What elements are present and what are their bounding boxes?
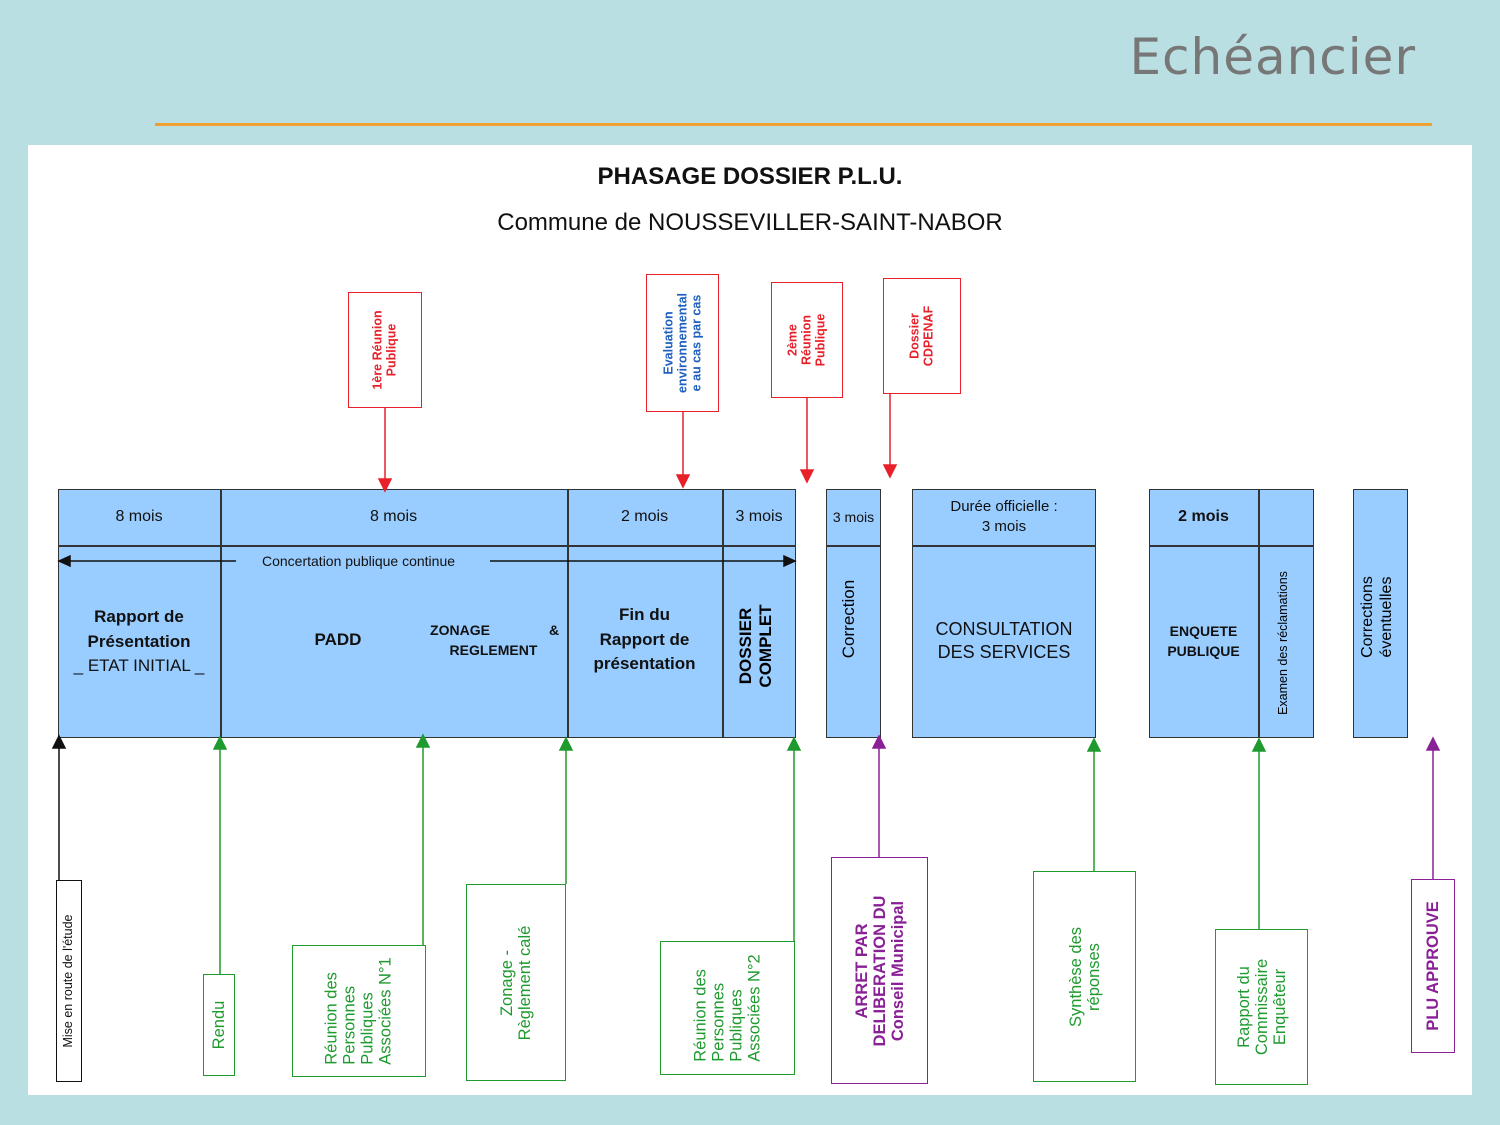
purple-arrows xyxy=(871,734,1441,879)
concertation-label: Concertation publique continue xyxy=(256,553,462,569)
label-rapport-3: _ ETAT INITIAL _ xyxy=(73,656,205,676)
label-consultation-1: CONSULTATION xyxy=(935,619,1073,639)
duration-fin: 2 mois xyxy=(620,508,669,525)
callout-cdpenaf: Dossier CDPENAF xyxy=(883,278,961,394)
label-consultation-2: DES SERVICES xyxy=(937,642,1071,663)
label-zonage-2: REGLEMENT xyxy=(449,642,538,658)
duration-padd: 8 mois xyxy=(369,508,418,525)
label-fin-1: Fin du xyxy=(619,605,670,624)
phase-block-consultation xyxy=(912,489,1096,738)
milestone-plu-approuve: PLU APPROUVE xyxy=(1411,879,1455,1053)
mise-arrow xyxy=(51,734,67,880)
milestone-mise-en-route: Mise en route de l'étude xyxy=(56,880,82,1082)
milestone-rendu: Rendu xyxy=(203,974,235,1076)
connector-arrows xyxy=(51,394,1441,974)
header-divider xyxy=(58,545,796,547)
enquete-divider xyxy=(1258,489,1260,738)
divider-2 xyxy=(567,489,569,738)
phase-block-main xyxy=(58,489,796,738)
diagram-title: PHASAGE DOSSIER P.L.U. xyxy=(597,163,903,190)
diagram-panel: PHASAGE DOSSIER P.L.U. Commune de NOUSSE… xyxy=(28,145,1472,1095)
label-consultation: CONSULTATION DES SERVICES xyxy=(912,618,1096,665)
label-rapport-1: Rapport de xyxy=(94,607,184,626)
duration-enquete: 2 mois xyxy=(1178,508,1229,525)
top-red-arrows xyxy=(377,394,898,493)
correction-header-divider xyxy=(826,545,881,547)
callout-reunion-1: 1ère Réunion Publique xyxy=(348,292,422,408)
label-zonage-amp: & xyxy=(548,622,560,638)
phase-block-enquete xyxy=(1149,489,1314,738)
label-enquete: ENQUETE PUBLIQUE xyxy=(1149,622,1258,661)
consultation-header-divider xyxy=(912,545,1096,547)
divider-3 xyxy=(722,489,724,738)
slide-title: Echéancier xyxy=(1129,28,1416,86)
diagram-subtitle: Commune de NOUSSEVILLER-SAINT-NABOR xyxy=(497,209,1003,236)
milestone-rapport-ce: Rapport du Commissaire Enquêteur xyxy=(1215,929,1308,1085)
enquete-header-divider xyxy=(1149,545,1314,547)
milestone-rpa-1: Réunion des Personnes Publiques Associée… xyxy=(292,945,426,1077)
milestone-zonage: Zonage - Règlement calé xyxy=(466,884,566,1081)
phase-block-correction xyxy=(826,489,881,738)
callout-evaluation: Evaluation environnemental e au cas par … xyxy=(646,274,719,412)
label-rapport-2: Présentation xyxy=(87,631,191,651)
concertation-arrow xyxy=(57,554,797,568)
label-padd: PADD xyxy=(314,630,362,649)
label-enquete-2: PUBLIQUE xyxy=(1167,642,1240,659)
label-zonage-1: ZONAGE xyxy=(430,622,490,638)
label-fin-2: Rapport de xyxy=(599,629,690,649)
milestone-arret: ARRET PAR DELIBERATION DU Conseil Munici… xyxy=(831,857,928,1084)
callout-reunion-2: 2ème Réunion Publique xyxy=(771,282,843,398)
divider-1 xyxy=(220,489,222,738)
label-enquete-1: ENQUETE xyxy=(1169,623,1238,639)
milestone-synthese: Synthèse des réponses xyxy=(1033,871,1136,1082)
phase-block-corrections xyxy=(1353,489,1408,738)
duration-rapport: 8 mois xyxy=(115,508,163,525)
milestone-rpa-2: Réunion des Personnes Publiques Associée… xyxy=(660,941,795,1075)
label-fin-3: présentation xyxy=(593,654,696,674)
green-arrows xyxy=(212,733,1267,974)
duration-consultation-2: 3 mois xyxy=(981,518,1027,535)
label-fin: Fin du Rapport de présentation xyxy=(567,603,722,677)
label-rapport: Rapport de Présentation _ ETAT INITIAL _ xyxy=(58,605,220,679)
duration-consultation: Durée officielle : 3 mois xyxy=(912,489,1096,545)
duration-correction: 3 mois xyxy=(832,509,875,525)
title-divider xyxy=(155,123,1432,126)
duration-dossier: 3 mois xyxy=(735,508,783,525)
duration-consultation-1: Durée officielle : xyxy=(950,497,1058,515)
